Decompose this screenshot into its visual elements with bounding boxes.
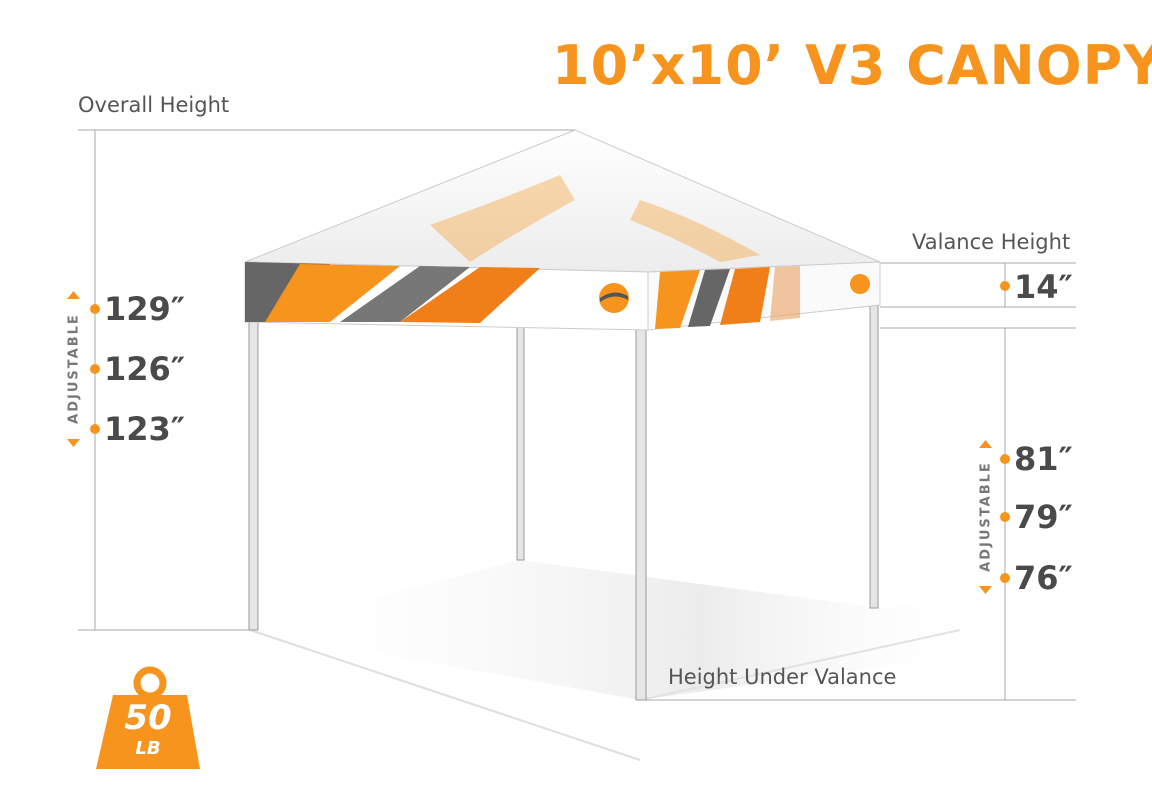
- adjustable-label-left: ADJUSTABLE: [66, 313, 82, 424]
- height-under-valance-value: 81″: [1014, 440, 1073, 478]
- weight-icon: [96, 666, 200, 769]
- overall-height-value: 126″: [104, 350, 186, 388]
- valance-height-label: Valance Height: [912, 230, 1071, 254]
- height-under-valance-value: 76″: [1014, 559, 1073, 597]
- adjustable-label-right: ADJUSTABLE: [978, 461, 994, 572]
- overall-height-value: 129″: [104, 290, 186, 328]
- height-under-valance-label: Height Under Valance: [668, 665, 897, 689]
- measurement-dots: [67, 281, 1010, 594]
- logo-icon: [850, 274, 870, 294]
- weight-number: 50: [124, 698, 172, 738]
- overall-height-label: Overall Height: [78, 93, 230, 117]
- valance-height-value: 14″: [1014, 268, 1073, 306]
- floor-shadow: [250, 560, 1000, 700]
- logo-icon: [599, 283, 629, 313]
- dimension-lines: [78, 129, 1076, 701]
- height-under-valance-value: 79″: [1014, 498, 1073, 536]
- overall-height-value: 123″: [104, 410, 186, 448]
- weight-unit: LB: [135, 738, 161, 759]
- page-title: 10’x10’ V3 CANOPY: [552, 34, 1152, 97]
